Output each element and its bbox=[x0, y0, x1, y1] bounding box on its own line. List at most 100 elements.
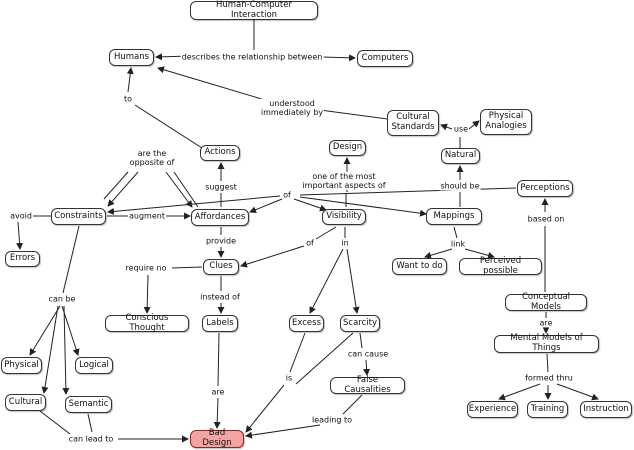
edge-constraints-opposite-join bbox=[103, 171, 129, 200]
edge-mappings-to-link bbox=[453, 226, 458, 239]
link-label-link: link bbox=[449, 239, 467, 249]
node-physical[interactable]: Physical bbox=[1, 357, 42, 374]
edge-opposite-to-constraints bbox=[107, 171, 139, 207]
node-conceptual-models[interactable]: Conceptual Models bbox=[505, 292, 587, 311]
node-training[interactable]: Training bbox=[527, 401, 568, 418]
node-affordances[interactable]: Affordances bbox=[191, 209, 249, 226]
node-cultural-standards[interactable]: Cultural Standards bbox=[387, 110, 439, 136]
node-false-causalities[interactable]: False Causalities bbox=[330, 375, 405, 394]
link-label-avoid: avoid bbox=[9, 211, 33, 221]
link-label-augment: augment bbox=[128, 211, 166, 221]
link-label-in: in bbox=[340, 238, 350, 248]
edge-link-to-perceived bbox=[464, 248, 495, 259]
node-computers[interactable]: Computers bbox=[357, 50, 413, 67]
edge-use-to-cultural bbox=[440, 123, 453, 131]
edge-visibility-to-of bbox=[315, 226, 337, 240]
link-label-opposite-of: are the opposite of bbox=[128, 148, 176, 168]
node-clues[interactable]: Clues bbox=[203, 259, 239, 275]
edge-affordances-opposite-join bbox=[173, 171, 199, 208]
link-label-suggest: suggest bbox=[204, 182, 238, 192]
edge-in-to-scarcity bbox=[346, 248, 360, 314]
node-visibility[interactable]: Visibility bbox=[322, 209, 366, 225]
edge-can-cause-to-false bbox=[363, 359, 371, 376]
link-label-important-aspects: one of the most important aspects of bbox=[301, 171, 387, 191]
link-label-formed-thru: formed thru bbox=[524, 373, 574, 383]
edge-understood-to-humans bbox=[157, 66, 266, 101]
edge-are-to-bad-design bbox=[213, 397, 221, 429]
edge-false-to-leading bbox=[342, 394, 363, 415]
edge-actions-to-to bbox=[134, 104, 203, 149]
link-label-can-be: can be bbox=[47, 294, 77, 304]
node-instruction[interactable]: Instruction bbox=[580, 401, 632, 418]
edge-require-no-to-conscious bbox=[143, 274, 151, 314]
node-perceptions[interactable]: Perceptions bbox=[517, 180, 573, 197]
edge-leading-to-bad-design bbox=[245, 424, 321, 439]
edge-mental-to-formed bbox=[546, 353, 549, 373]
node-labels[interactable]: Labels bbox=[202, 315, 238, 332]
link-label-of-visibility: of bbox=[305, 238, 315, 248]
link-label-are-labels: are bbox=[210, 387, 226, 397]
link-label-use: use bbox=[452, 124, 470, 134]
edge-of-to-constraints bbox=[107, 195, 281, 215]
link-label-describes-relationship: describes the relationship between bbox=[180, 52, 324, 62]
edge-of-to-visibility bbox=[293, 198, 327, 212]
node-bad-design[interactable]: Bad Design bbox=[190, 428, 244, 448]
edge-labels-to-are bbox=[217, 332, 220, 387]
node-scarcity[interactable]: Scarcity bbox=[340, 315, 380, 332]
node-errors[interactable]: Errors bbox=[5, 251, 40, 267]
node-actions[interactable]: Actions bbox=[200, 145, 240, 161]
link-label-should-be: should be bbox=[439, 181, 481, 191]
edge-in-to-excess bbox=[309, 248, 344, 314]
edge-avoid-to-errors bbox=[16, 221, 24, 250]
node-excess[interactable]: Excess bbox=[289, 315, 324, 332]
node-conscious-thought[interactable]: Conscious Thought bbox=[105, 313, 189, 332]
edge-excess-to-is bbox=[289, 332, 306, 373]
edge-cultural-to-can-lead bbox=[39, 410, 71, 435]
link-label-to: to bbox=[122, 94, 134, 104]
node-mappings[interactable]: Mappings bbox=[426, 208, 482, 225]
node-human-computer-interaction[interactable]: Human-Computer Interaction bbox=[190, 0, 318, 20]
node-mental-models-of-things[interactable]: Mental Models of Things bbox=[494, 333, 599, 353]
link-label-instead-of: instead of bbox=[199, 292, 241, 302]
edge-of-to-affordances bbox=[249, 198, 283, 213]
link-label-is: is bbox=[284, 373, 294, 383]
edge-can-be-to-cultural bbox=[41, 305, 59, 394]
edge-scarcity-to-is bbox=[295, 332, 354, 385]
edge-opposite-to-affordances bbox=[165, 171, 193, 208]
edge-can-be-to-physical bbox=[29, 305, 61, 356]
link-label-based-on: based on bbox=[526, 214, 566, 224]
edge-of-to-mappings bbox=[299, 196, 427, 217]
edge-is-to-bad-design bbox=[245, 384, 285, 433]
node-cultural[interactable]: Cultural bbox=[5, 394, 46, 411]
edge-link-to-want bbox=[424, 248, 453, 259]
edge-clues-to-require-no bbox=[171, 266, 203, 269]
node-humans[interactable]: Humans bbox=[109, 49, 154, 66]
edge-can-be-to-semantic bbox=[62, 305, 70, 395]
node-perceived-possible[interactable]: Perceived possible bbox=[459, 256, 542, 275]
link-label-require-no: require no bbox=[124, 263, 168, 273]
edge-constraints-to-can-be bbox=[62, 225, 80, 294]
edge-of-to-clues bbox=[240, 245, 305, 268]
edge-natural-to-understood bbox=[319, 109, 396, 121]
node-design[interactable]: Design bbox=[329, 140, 366, 156]
node-physical-analogies[interactable]: Physical Analogies bbox=[480, 109, 532, 135]
edge-formed-to-instruction bbox=[556, 383, 599, 401]
edge-use-to-physical bbox=[468, 120, 480, 130]
edge-formed-to-experience bbox=[498, 383, 541, 401]
link-label-provide: provide bbox=[204, 236, 238, 246]
link-label-can-cause: can cause bbox=[346, 349, 390, 359]
link-label-of-top: of bbox=[282, 190, 292, 200]
link-label-can-lead-to: can lead to bbox=[67, 434, 115, 444]
node-want-to-do[interactable]: Want to do bbox=[392, 258, 447, 275]
link-label-are-conceptual: are bbox=[538, 318, 554, 328]
node-constraints[interactable]: Constraints bbox=[51, 208, 106, 225]
link-label-leading-to: leading to bbox=[310, 415, 354, 425]
node-semantic[interactable]: Semantic bbox=[65, 396, 112, 413]
link-label-understood-immediately-by: understood immediately by bbox=[259, 98, 325, 118]
node-natural[interactable]: Natural bbox=[441, 148, 480, 164]
edge-scarcity-to-can-cause bbox=[359, 332, 363, 349]
node-logical[interactable]: Logical bbox=[75, 357, 113, 374]
edge-to-to-humans bbox=[126, 67, 134, 93]
node-experience[interactable]: Experience bbox=[467, 401, 518, 418]
